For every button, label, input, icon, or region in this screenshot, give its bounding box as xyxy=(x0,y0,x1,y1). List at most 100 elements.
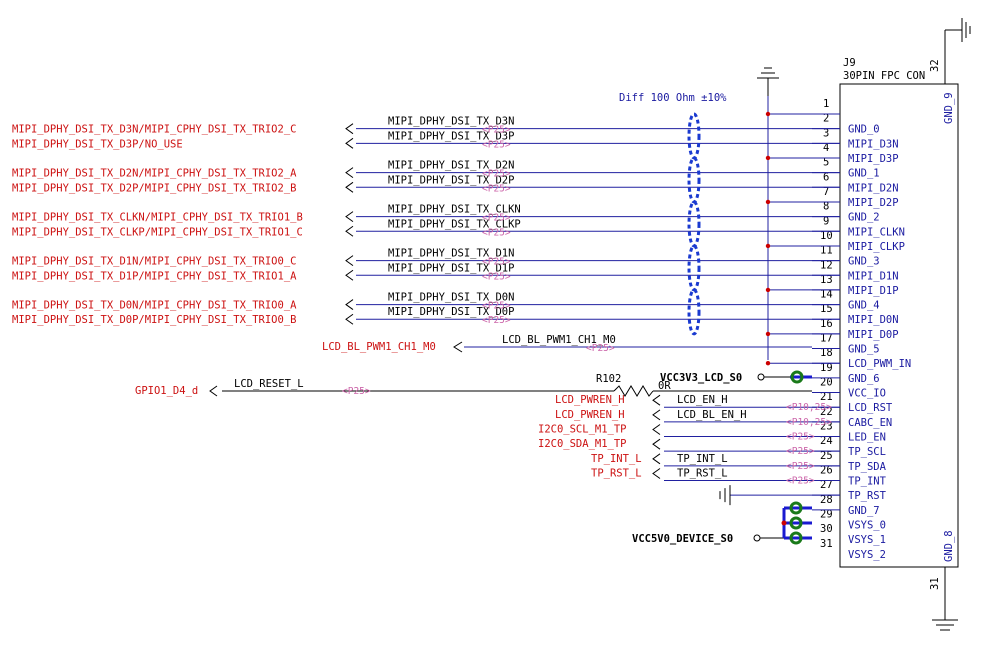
mipi-wire-label-n: MIPI_DPHY_DSI_TX_D3N xyxy=(388,116,514,128)
mipi-ref-p: <P25> xyxy=(482,271,511,282)
mipi-ref-p: <P25> xyxy=(482,139,511,150)
mipi-ref-n: <P25> xyxy=(482,301,511,312)
vsys-net-label: VCC5V0_DEVICE_S0 xyxy=(632,533,733,545)
pwm-ref: <P25> xyxy=(586,343,615,354)
pin-name: MIPI_D1P xyxy=(848,285,899,297)
pwm-net: LCD_BL_PWM1_CH1_M0 LCD_BL_PWM1_CH1_M0 <P… xyxy=(322,334,812,354)
junction-dot xyxy=(765,361,771,366)
pin-number: 11 xyxy=(820,245,833,257)
pin-name: GND_6 xyxy=(848,373,880,385)
pin-number: 8 xyxy=(823,201,829,213)
pin-number: 19 xyxy=(820,362,833,374)
power-port-icon xyxy=(753,534,761,542)
offpage-arrow-icon xyxy=(652,468,661,479)
offpage-arrow-icon xyxy=(345,137,354,149)
pin-name: TP_SCL xyxy=(848,446,886,458)
pin-name: TP_INT xyxy=(848,476,887,488)
connector-side-gnd8: GND_8 xyxy=(943,530,955,562)
control-offpage-label: LCD_PWREN_H xyxy=(555,394,625,406)
junction-dot xyxy=(781,520,787,526)
offpage-arrow-icon xyxy=(652,453,661,465)
pin-number: 18 xyxy=(820,347,833,359)
pin-name: VSYS_1 xyxy=(848,534,886,546)
pin-list: 12GND_03MIPI_D3N4MIPI_D3P5GND_16MIPI_D2N… xyxy=(765,98,911,561)
pin-name: MIPI_D1N xyxy=(848,270,899,282)
pin-name: VSYS_2 xyxy=(848,549,886,561)
pin-name: MIPI_CLKN xyxy=(848,226,905,238)
offpage-arrow-icon xyxy=(209,385,218,397)
pin-number: 28 xyxy=(820,494,833,506)
control-net: I2C0_SDA_M1_TP<P25> xyxy=(538,438,840,457)
mipi-wire-label-p: MIPI_DPHY_DSI_TX_D1P xyxy=(388,262,514,274)
mipi-ref-n: <P25> xyxy=(482,257,511,268)
vsys-supply: VCC5V0_DEVICE_S0 xyxy=(632,501,812,545)
offpage-arrow-icon xyxy=(345,255,354,267)
control-offpage-label: TP_INT_L xyxy=(591,453,642,465)
junction-dot xyxy=(765,287,771,293)
pin-name: GND_4 xyxy=(848,300,880,312)
pin-number: 2 xyxy=(823,113,829,125)
junction-dot xyxy=(765,331,771,337)
mipi-offpage-n: MIPI_DPHY_DSI_TX_D3N/MIPI_CPHY_DSI_TX_TR… xyxy=(12,124,296,136)
control-net: TP_RST_L TP_RST_L <P25> xyxy=(591,468,840,487)
resistor-ref: R102 xyxy=(596,373,621,385)
offpage-arrow-icon xyxy=(345,225,354,237)
pin-number: 4 xyxy=(823,142,829,154)
pin-number: 27 xyxy=(820,479,833,491)
offpage-arrow-icon xyxy=(652,409,661,421)
pin-name: GND_1 xyxy=(848,168,880,180)
junction-dot xyxy=(765,243,771,249)
pin-number: 23 xyxy=(820,421,833,433)
pin-name: MIPI_D3N xyxy=(848,138,899,150)
pin-name: TP_SDA xyxy=(848,461,887,473)
ground-icon xyxy=(961,18,971,42)
control-wire-label: TP_RST_L xyxy=(677,468,728,480)
mipi-offpage-n: MIPI_DPHY_DSI_TX_D1N/MIPI_CPHY_DSI_TX_TR… xyxy=(12,256,296,268)
pin-name: MIPI_D2P xyxy=(848,197,899,209)
vcc-io-supply: VCC3V3_LCD_S0 xyxy=(660,370,812,384)
control-wire-label: LCD_EN_H xyxy=(677,394,728,406)
pin-number: 25 xyxy=(820,450,833,462)
pwm-offpage-label: LCD_BL_PWM1_CH1_M0 xyxy=(322,341,436,353)
pin-number: 24 xyxy=(820,435,833,447)
junction-dot xyxy=(765,199,771,205)
mipi-pair: MIPI_DPHY_DSI_TX_D0N/MIPI_CPHY_DSI_TX_TR… xyxy=(12,288,840,336)
offpage-arrow-icon xyxy=(652,424,661,435)
diff-pair-marker xyxy=(687,288,701,336)
pin-name: VSYS_0 xyxy=(848,519,886,531)
jumper-pad-icon xyxy=(790,370,804,384)
pin-name: CABC_EN xyxy=(848,417,892,429)
junction-dot xyxy=(765,111,771,117)
control-offpage-label: LCD_PWREN_H xyxy=(555,409,625,421)
mipi-offpage-p: MIPI_DPHY_DSI_TX_D1P/MIPI_CPHY_DSI_TX_TR… xyxy=(12,270,297,282)
jumper-pad-icon xyxy=(789,516,803,530)
mipi-pair: MIPI_DPHY_DSI_TX_CLKN/MIPI_CPHY_DSI_TX_T… xyxy=(12,200,840,248)
connector-pin-32: 32 xyxy=(929,59,941,72)
pin-name: MIPI_D2N xyxy=(848,182,899,194)
ground-bus: Diff 100 Ohm ±10% xyxy=(619,67,779,360)
mipi-wire-label-n: MIPI_DPHY_DSI_TX_D1N xyxy=(388,248,514,260)
pin-name: GND_5 xyxy=(848,344,880,356)
pin-number: 26 xyxy=(820,465,833,477)
diff-impedance-note: Diff 100 Ohm ±10% xyxy=(619,92,727,104)
control-ref: <P25> xyxy=(786,461,815,472)
pin-name: LCD_PWM_IN xyxy=(848,358,911,370)
connector-side-gnd9: GND_9 xyxy=(943,92,955,124)
pin-number: 7 xyxy=(823,186,829,198)
pin-name: MIPI_D3P xyxy=(848,153,899,165)
mipi-ref-n: <P25> xyxy=(482,213,511,224)
control-wire-label: LCD_BL_EN_H xyxy=(677,409,747,421)
vcc-io-net-label: VCC3V3_LCD_S0 xyxy=(660,372,742,384)
pin-number: 22 xyxy=(820,406,833,418)
control-offpage-label: TP_RST_L xyxy=(591,468,642,480)
pin-name: MIPI_D0N xyxy=(848,314,899,326)
pin-name: GND_2 xyxy=(848,212,880,224)
pin-number: 29 xyxy=(820,508,833,520)
ground-icon xyxy=(932,619,958,631)
reset-offpage-label: GPIO1_D4_d xyxy=(135,385,198,397)
pin-name: TP_RST xyxy=(848,490,887,502)
control-ref: <P25> xyxy=(786,476,815,487)
control-ref: <P25> xyxy=(786,446,815,457)
resistor-r102: R102 0R xyxy=(596,373,671,397)
mipi-ref-n: <P25> xyxy=(482,125,511,136)
